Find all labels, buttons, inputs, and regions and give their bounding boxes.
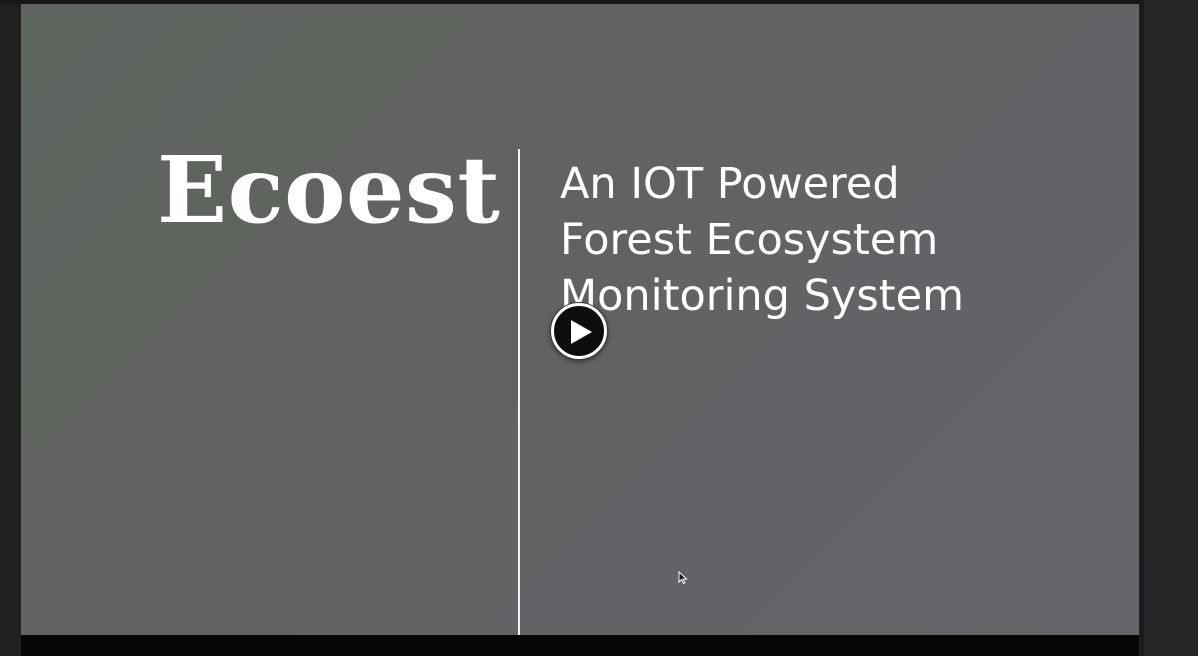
- slide-title: Ecoest: [157, 136, 501, 244]
- subtitle-line-2: Forest Ecosystem: [560, 215, 939, 265]
- play-icon: [571, 320, 592, 344]
- subtitle-line-1: An IOT Powered: [560, 159, 900, 209]
- mouse-pointer-icon: [678, 571, 688, 585]
- subtitle-line-3: Monitoring System: [560, 271, 964, 321]
- right-gutter: [1140, 0, 1198, 656]
- slide-subtitle: An IOT Powered Forest Ecosystem Monitori…: [560, 156, 1120, 324]
- top-edge: [0, 0, 1198, 4]
- slide[interactable]: Ecoest An IOT Powered Forest Ecosystem M…: [21, 4, 1139, 635]
- vertical-divider: [518, 149, 520, 635]
- right-gutter-border: [1140, 0, 1144, 656]
- bottom-bar: [21, 635, 1139, 656]
- play-button[interactable]: [551, 303, 607, 359]
